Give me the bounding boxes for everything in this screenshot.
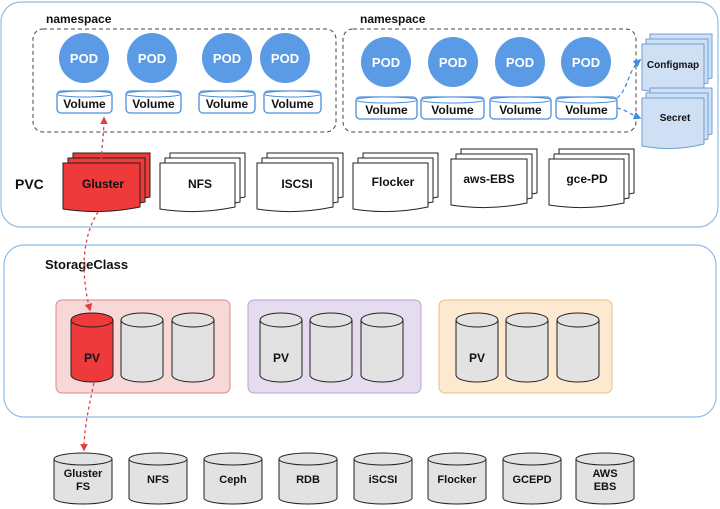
pv-cylinder-1c	[171, 312, 215, 383]
claim-gluster: Gluster	[62, 152, 151, 213]
pv-cylinder-1a: PV	[70, 312, 114, 383]
volume-ns2-2: Volume	[420, 96, 485, 120]
pv-label-3: PV	[469, 351, 485, 365]
volume-ns1-1: Volume	[56, 90, 113, 114]
svg-text:Volume: Volume	[63, 97, 106, 111]
claim-label-nfs: NFS	[188, 177, 212, 191]
pv-cylinder-2c	[360, 312, 404, 383]
svg-text:POD: POD	[506, 55, 534, 70]
claim-aws-ebs: aws-EBS	[450, 148, 538, 209]
backend-ceph: Ceph	[203, 452, 263, 505]
svg-text:POD: POD	[439, 55, 467, 70]
svg-text:Volume: Volume	[365, 103, 408, 117]
pod-ns2-3: POD	[495, 37, 545, 87]
pv-cylinder-1b	[120, 312, 164, 383]
svg-text:iSCSI: iSCSI	[369, 474, 398, 486]
arrow-pv-to-glusterfs	[80, 382, 95, 452]
configmap-label: Configmap	[647, 60, 699, 71]
claim-label-gce-pd: gce-PD	[566, 172, 608, 186]
pod-ns2-4: POD	[561, 37, 611, 87]
backend-glusterfs: Gluster FS	[53, 452, 113, 505]
volume-ns2-1: Volume	[355, 96, 418, 120]
pv-cylinder-3b	[505, 312, 549, 383]
pod-ns1-3: POD	[202, 33, 252, 83]
svg-text:Gluster: Gluster	[64, 468, 103, 480]
svg-text:NFS: NFS	[147, 474, 169, 486]
svg-text:Volume: Volume	[206, 97, 249, 111]
backend-flocker: Flocker	[427, 452, 487, 505]
backend-iscsi: iSCSI	[353, 452, 413, 505]
arrow-gluster-to-volume	[100, 116, 108, 161]
pod-ns1-4: POD	[260, 33, 310, 83]
svg-text:Volume: Volume	[499, 103, 542, 117]
arrow-gluster-to-pv	[83, 211, 99, 312]
namespace-box-1	[32, 28, 337, 133]
backend-gcepd: GCEPD	[502, 452, 562, 505]
svg-text:POD: POD	[372, 55, 400, 70]
arrow-volume-to-configmap	[616, 59, 642, 99]
svg-text:FS: FS	[76, 481, 90, 493]
svg-text:POD: POD	[70, 51, 98, 66]
pod-ns2-2: POD	[428, 37, 478, 87]
pod-ns1-1: POD	[59, 33, 109, 83]
volume-ns2-4: Volume	[555, 96, 618, 120]
pv-cylinder-3a: PV	[455, 312, 499, 383]
volume-ns1-2: Volume	[125, 90, 182, 114]
pv-label-1: PV	[84, 351, 100, 365]
namespace-label-2: namespace	[360, 12, 426, 26]
claim-label-iscsi: ISCSI	[281, 177, 312, 191]
claim-gce-pd: gce-PD	[548, 148, 635, 209]
claim-nfs: NFS	[159, 152, 246, 213]
svg-text:EBS: EBS	[594, 481, 617, 493]
arrow-volume-to-secret	[616, 107, 642, 120]
svg-text:POD: POD	[572, 55, 600, 70]
svg-text:POD: POD	[271, 51, 299, 66]
storageclass-label: StorageClass	[45, 257, 128, 272]
svg-text:RDB: RDB	[296, 474, 320, 486]
namespace-box-2	[342, 28, 637, 133]
configmap-doc: Configmap	[641, 33, 713, 94]
svg-text:GCEPD: GCEPD	[512, 474, 551, 486]
namespace-label-1: namespace	[46, 12, 112, 26]
svg-text:Flocker: Flocker	[437, 474, 477, 486]
backend-nfs: NFS	[128, 452, 188, 505]
claim-iscsi: ISCSI	[256, 152, 344, 213]
pod-ns2-1: POD	[361, 37, 411, 87]
svg-text:AWS: AWS	[592, 468, 617, 480]
volume-ns1-4: Volume	[263, 90, 322, 114]
pvc-label: PVC	[15, 176, 44, 192]
volume-ns2-3: Volume	[489, 96, 552, 120]
secret-doc: Secret	[641, 87, 713, 150]
svg-text:Volume: Volume	[271, 97, 314, 111]
volume-ns1-3: Volume	[198, 90, 256, 114]
pv-cylinder-2a: PV	[259, 312, 303, 383]
backend-aws-ebs: AWS EBS	[575, 452, 635, 505]
pv-label-2: PV	[273, 351, 289, 365]
storageclass-section-box	[3, 244, 717, 418]
claim-label-gluster: Gluster	[82, 177, 124, 191]
pv-cylinder-3c	[556, 312, 600, 383]
claim-label-aws-ebs: aws-EBS	[463, 172, 514, 186]
svg-text:Volume: Volume	[565, 103, 608, 117]
pvc-section-box	[0, 1, 719, 228]
claim-flocker: Flocker	[352, 152, 439, 213]
svg-text:Volume: Volume	[431, 103, 474, 117]
pod-ns1-2: POD	[127, 33, 177, 83]
svg-text:Volume: Volume	[132, 97, 175, 111]
svg-text:POD: POD	[138, 51, 166, 66]
backend-rdb: RDB	[278, 452, 338, 505]
svg-text:Ceph: Ceph	[219, 474, 247, 486]
secret-label: Secret	[660, 113, 691, 124]
pv-cylinder-2b	[309, 312, 353, 383]
svg-text:POD: POD	[213, 51, 241, 66]
claim-label-flocker: Flocker	[372, 175, 415, 189]
